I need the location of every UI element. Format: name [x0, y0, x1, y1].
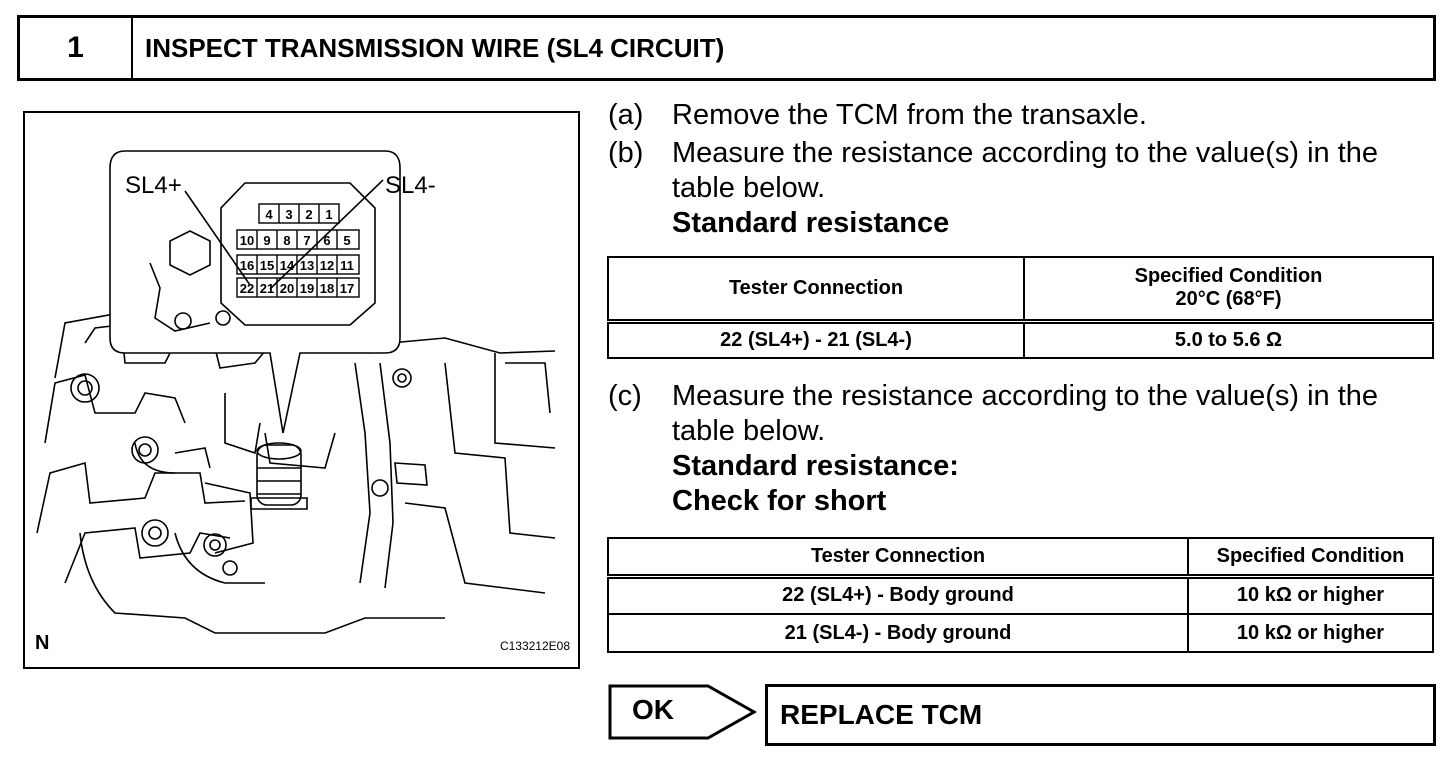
- pin-label: 1: [325, 207, 332, 222]
- pin-label: 4: [265, 207, 273, 222]
- sl4-plus-label: SL4+: [125, 172, 182, 199]
- instruction-b-text: Measure the resistance according to the …: [672, 137, 1379, 204]
- pin-label: 12: [320, 258, 334, 273]
- resistance-table-2: Tester Connection Specified Condition 22…: [607, 537, 1434, 653]
- pin-label: 5: [343, 233, 350, 248]
- table2-header-condition: Specified Condition: [1187, 537, 1434, 579]
- connector-illustration: 4 3 2 1 10 9 8 7 6 5 16 15 14 13 12 11 2…: [23, 111, 580, 669]
- pin-label: 8: [283, 233, 290, 248]
- instruction-a-label: (a): [608, 99, 644, 131]
- pin-label: 3: [285, 207, 292, 222]
- table-cell: 22 (SL4+) - Body ground: [607, 575, 1189, 615]
- sl4-minus-label: SL4-: [385, 172, 436, 199]
- result-action: REPLACE TCM: [765, 684, 1436, 746]
- step-number: 1: [20, 18, 133, 78]
- pin-label: 20: [280, 281, 294, 296]
- table1-header-condition-label: Specified Condition: [1134, 265, 1323, 288]
- table1-header-temperature: 20°C (68°F): [1175, 288, 1282, 311]
- pin-label: 10: [240, 233, 254, 248]
- pin-label: 15: [260, 258, 274, 273]
- table-cell: 21 (SL4-) - Body ground: [607, 613, 1189, 653]
- pin-label: 2: [305, 207, 312, 222]
- pin-label: 9: [263, 233, 270, 248]
- pin-label: 21: [260, 281, 274, 296]
- table1-header-condition: Specified Condition 20°C (68°F): [1023, 256, 1434, 324]
- figure-id: C133212E08: [499, 639, 570, 653]
- step-title: INSPECT TRANSMISSION WIRE (SL4 CIRCUIT): [145, 32, 725, 63]
- table-cell: 5.0 to 5.6 Ω: [1023, 320, 1434, 359]
- table2-header-connection: Tester Connection: [607, 537, 1189, 579]
- step-header: 1 INSPECT TRANSMISSION WIRE (SL4 CIRCUIT…: [17, 15, 1436, 81]
- pin-label: 16: [240, 258, 254, 273]
- pin-label: 11: [340, 258, 354, 273]
- standard-resistance-heading: Standard resistance: [672, 207, 950, 239]
- resistance-table-1: Tester Connection Specified Condition 20…: [607, 256, 1434, 359]
- table-cell: 10 kΩ or higher: [1187, 575, 1434, 615]
- table-cell: 10 kΩ or higher: [1187, 613, 1434, 653]
- instruction-c-label: (c): [608, 380, 642, 412]
- ok-label: OK: [632, 694, 674, 725]
- transaxle-drawing: 4 3 2 1 10 9 8 7 6 5 16 15 14 13 12 11 2…: [36, 150, 556, 634]
- table-row: 21 (SL4-) - Body ground 10 kΩ or higher: [607, 613, 1434, 653]
- figure-corner-label: N: [35, 632, 50, 654]
- pin-label: 18: [320, 281, 334, 296]
- check-for-short-heading: Check for short: [672, 485, 887, 517]
- table-cell: 22 (SL4+) - 21 (SL4-): [607, 320, 1025, 359]
- pin-label: 13: [300, 258, 314, 273]
- pin-label: 17: [340, 281, 354, 296]
- table1-header-connection: Tester Connection: [607, 256, 1025, 324]
- pin-label: 7: [303, 233, 310, 248]
- pin-label: 19: [300, 281, 314, 296]
- instruction-c-text: Measure the resistance according to the …: [672, 380, 1379, 447]
- pin-label: 22: [240, 281, 254, 296]
- instruction-b-label: (b): [608, 137, 644, 169]
- pin-label: 14: [280, 258, 295, 273]
- table-row: 22 (SL4+) - Body ground 10 kΩ or higher: [607, 575, 1434, 615]
- pin-label: 6: [323, 233, 330, 248]
- ok-arrow-shape: [608, 684, 758, 740]
- standard-resistance-heading-2: Standard resistance:: [672, 450, 959, 482]
- table-row: 22 (SL4+) - 21 (SL4-) 5.0 to 5.6 Ω: [607, 320, 1434, 359]
- instruction-a-text: Remove the TCM from the transaxle.: [672, 99, 1147, 131]
